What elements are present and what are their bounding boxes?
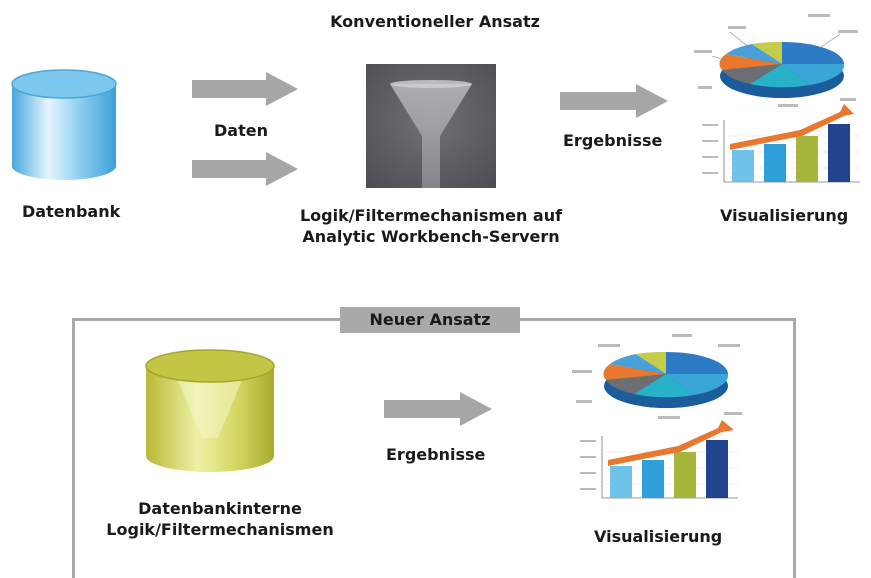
bar-chart-graphic	[702, 104, 860, 183]
data-arrow-bottom-icon	[192, 152, 298, 186]
new-visualization-label: Visualisierung	[594, 527, 723, 546]
funnel-filter-icon	[366, 64, 496, 188]
logic-label-line1: Logik/Filtermechanismen auf	[299, 206, 563, 225]
pie-chart-graphic	[694, 14, 858, 107]
logic-label: Logik/Filtermechanismen auf Analytic Wor…	[266, 205, 596, 247]
results-arrow-icon	[560, 84, 668, 118]
visualization-charts-icon	[694, 14, 860, 183]
db-internal-logic-label: Datenbankinterne Logik/Filtermechanismen	[90, 498, 350, 540]
results-label: Ergebnisse	[563, 131, 663, 150]
pie-chart-graphic	[572, 334, 742, 419]
new-visualization-charts-icon	[572, 334, 742, 499]
bar-chart-graphic	[580, 420, 738, 499]
database-cylinder-green-icon	[145, 349, 275, 472]
logic-label-line2: Analytic Workbench-Servern	[302, 227, 560, 246]
conventional-title: Konventioneller Ansatz	[330, 12, 540, 31]
database-cylinder-icon	[11, 69, 117, 180]
data-label: Daten	[214, 121, 268, 140]
db-internal-label-line2: Logik/Filtermechanismen	[106, 520, 334, 539]
new-results-arrow-icon	[384, 392, 492, 426]
data-arrow-top-icon	[192, 72, 298, 106]
database-label: Datenbank	[22, 202, 121, 221]
db-internal-label-line1: Datenbankinterne	[138, 499, 302, 518]
new-approach-title: Neuer Ansatz	[340, 307, 520, 333]
new-results-label: Ergebnisse	[386, 445, 486, 464]
visualization-label: Visualisierung	[720, 206, 849, 225]
